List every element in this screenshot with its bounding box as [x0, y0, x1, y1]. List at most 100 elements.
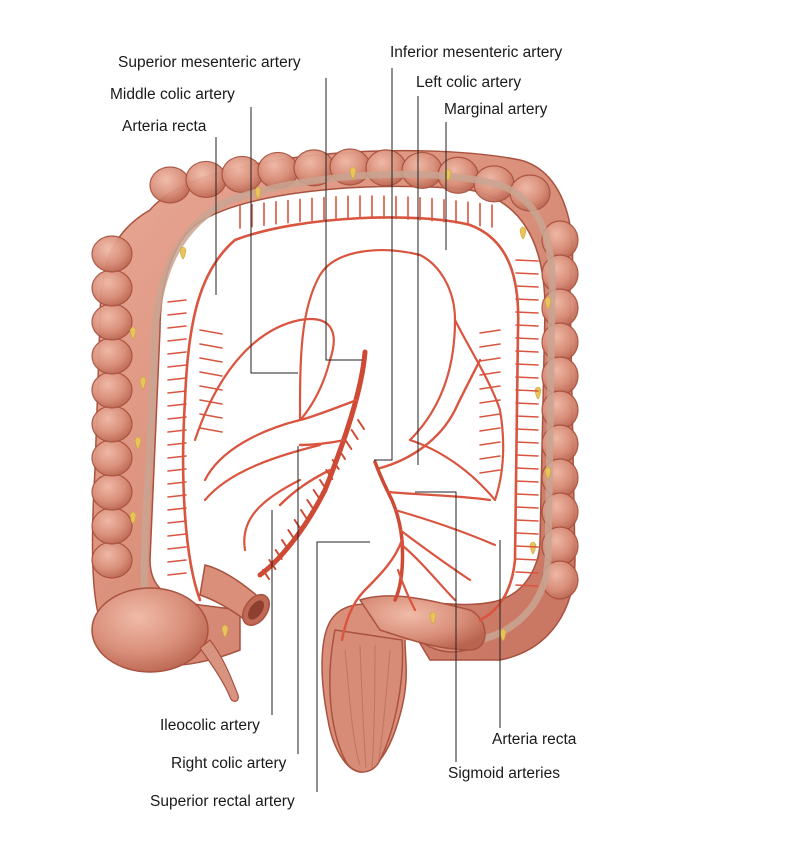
haustrum	[221, 155, 263, 194]
leader-lines	[215, 68, 501, 792]
intestinal-twig	[287, 529, 296, 540]
label-arteria-recta-left: Arteria recta	[122, 118, 207, 135]
vasa-recta-branch	[167, 312, 187, 316]
fat-tag	[544, 296, 552, 310]
ileum	[199, 564, 271, 627]
vasa-recta-branch	[515, 376, 539, 379]
vasa-recta-branch	[479, 413, 501, 418]
haustrum	[91, 541, 133, 579]
haustrum	[365, 149, 407, 187]
vasa-recta-branch	[479, 329, 501, 334]
vasa-recta-branch	[167, 468, 187, 472]
vasa-recta-branch	[167, 403, 187, 407]
vasa-recta-branch	[167, 572, 187, 576]
vasa-recta-branch	[515, 428, 539, 431]
left-colic-branch	[378, 358, 482, 470]
fat-tag	[129, 511, 137, 525]
intestinal-twig	[306, 499, 315, 510]
fat-tag	[499, 628, 507, 642]
intestinal-twig	[281, 539, 289, 550]
intestinal-twig	[319, 479, 327, 490]
intestinal-twig	[325, 469, 334, 480]
vasa-recta-branch	[515, 298, 539, 301]
vasa-recta-branch	[167, 455, 187, 459]
intestinal-twig	[350, 429, 359, 440]
leader-sigmoid	[415, 491, 457, 762]
vasa-recta-branch	[515, 285, 539, 288]
fat-tag	[519, 226, 527, 240]
intestinal-twig	[331, 459, 340, 470]
vasa-recta-branch	[515, 389, 539, 392]
vasa-recta-branch	[167, 364, 187, 368]
cecum	[91, 587, 209, 673]
label-left-colic-artery: Left colic artery	[416, 74, 522, 91]
vasa-recta-branch	[199, 371, 223, 377]
arterial-network	[167, 195, 539, 642]
leader-middle-colic	[250, 107, 298, 374]
haustrum	[91, 235, 133, 273]
vasa-recta-branch	[515, 571, 539, 574]
jejunal-ileal-twigs	[262, 419, 365, 580]
label-middle-colic-artery: Middle colic artery	[110, 86, 235, 103]
vasa-recta	[167, 195, 539, 587]
vasa-recta-branch	[167, 429, 187, 433]
vasa-recta-branch	[167, 390, 187, 394]
appendix	[199, 639, 239, 702]
fat-tag	[139, 376, 147, 390]
fat-tag	[429, 611, 437, 625]
leader-superior-rectal	[316, 541, 370, 792]
vasa-recta-branch	[479, 427, 501, 432]
haustrum	[185, 160, 227, 199]
vasa-recta-branch	[515, 363, 539, 366]
haustrum	[91, 303, 133, 341]
vasa-recta-branch	[479, 357, 501, 362]
intestinal-twig	[262, 569, 270, 580]
haustrum	[91, 439, 133, 477]
superior-mesenteric-artery-vessel	[257, 349, 368, 578]
superior-rectal-branch	[340, 538, 404, 642]
vasa-recta-branch	[167, 546, 187, 550]
label-sigmoid-arteries: Sigmoid arteries	[448, 765, 560, 782]
vasa-recta-branch	[167, 442, 187, 446]
vasa-recta-branch	[515, 324, 539, 327]
intestinal-twig	[300, 509, 308, 520]
vasa-recta-branch	[167, 559, 187, 563]
haustrum	[91, 371, 133, 409]
colon	[91, 148, 579, 773]
vasa-recta-branch	[167, 325, 187, 329]
fat-tag	[254, 186, 262, 200]
vasa-recta-branch	[515, 259, 539, 262]
vasa-recta-branch	[515, 493, 539, 496]
intestinal-twig	[274, 549, 283, 560]
fat-tag	[179, 246, 187, 260]
vasa-recta-branch	[515, 519, 539, 522]
vasa-recta-branch	[479, 469, 501, 474]
vasa-recta-branch	[515, 558, 539, 561]
vasa-recta-branch	[515, 545, 539, 548]
vasa-recta-branch	[515, 506, 539, 509]
label-superior-mesenteric-artery: Superior mesenteric artery	[118, 54, 301, 71]
vasa-recta-branch	[515, 454, 539, 457]
label-superior-rectal-artery: Superior rectal artery	[150, 793, 295, 810]
vasa-recta-branch	[515, 467, 539, 470]
leader-superior-mesenteric	[325, 78, 362, 361]
haustrum	[541, 322, 579, 362]
rectum	[329, 629, 404, 773]
vasa-recta-branch	[167, 351, 187, 355]
vasa-recta-branch	[167, 481, 187, 485]
vasa-recta-branch	[515, 415, 539, 418]
label-ileocolic-artery: Ileocolic artery	[160, 717, 260, 734]
vasa-recta-branch	[167, 377, 187, 381]
vasa-recta-branch	[199, 357, 223, 363]
sma-branches	[278, 398, 359, 507]
vasa-recta-branch	[515, 402, 539, 405]
vasa-recta-branch	[199, 427, 223, 433]
vasa-recta-branch	[167, 338, 187, 342]
haustrum	[91, 507, 133, 545]
vasa-recta-branch	[515, 272, 539, 275]
vasa-recta-branch	[199, 343, 223, 349]
vasa-recta-branch	[479, 455, 501, 460]
haustrum	[91, 473, 133, 511]
